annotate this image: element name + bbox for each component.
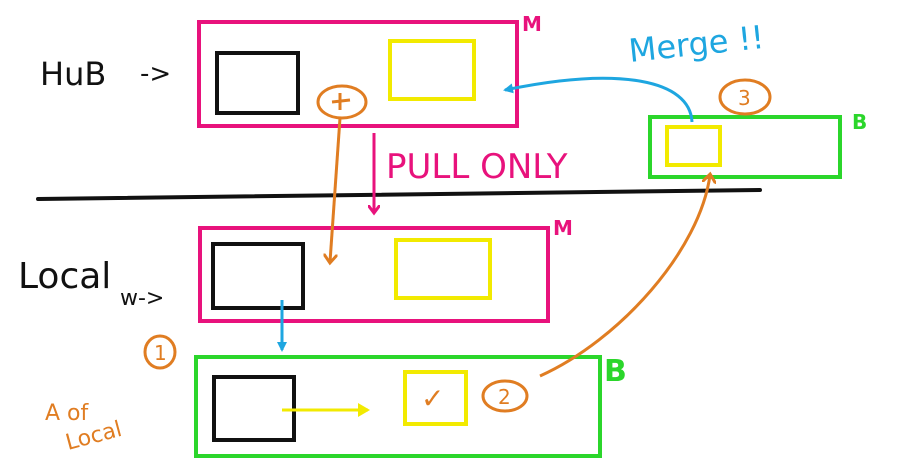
hub-arrow: ->	[140, 59, 171, 89]
hub-label: HuB	[40, 55, 106, 93]
hub-m-label: M	[522, 12, 542, 36]
local-main-box: M	[198, 216, 573, 323]
remote-branch-box: B	[648, 110, 867, 179]
hub-repo-box: M	[197, 12, 542, 128]
remote-yellow-block	[665, 125, 722, 167]
step-1-badge: 1	[143, 334, 177, 370]
local-branch-box: ✓ B	[194, 354, 627, 458]
a-of-label: A of	[45, 401, 90, 426]
check-mark: ✓	[421, 382, 444, 415]
pull-only-label: PULL ONLY	[386, 147, 568, 187]
svg-text:3: 3	[738, 86, 751, 110]
remote-b-label: B	[852, 110, 867, 134]
hub-yellow-block	[388, 39, 476, 101]
push-arrow	[539, 175, 710, 378]
hub-to-local-arrow	[330, 117, 342, 262]
step-3-badge: 3	[718, 78, 772, 116]
w-arrow: w->	[120, 286, 164, 311]
svg-text:2: 2	[498, 385, 511, 409]
local-black-block	[211, 242, 305, 310]
local-yellow-block	[394, 238, 492, 300]
local-m-label: M	[553, 216, 573, 240]
merge-arrow	[503, 76, 694, 123]
hub-pull-origin	[316, 84, 368, 120]
local-label: Local	[18, 256, 111, 297]
merge-label: Merge !!	[627, 18, 766, 70]
step-2-badge: 2	[481, 379, 529, 413]
hub-black-block	[215, 51, 300, 115]
local-b-label: B	[604, 354, 627, 389]
local-branch-yellow-block	[403, 370, 468, 426]
hub-local-divider	[36, 188, 762, 201]
svg-text:1: 1	[154, 341, 167, 365]
